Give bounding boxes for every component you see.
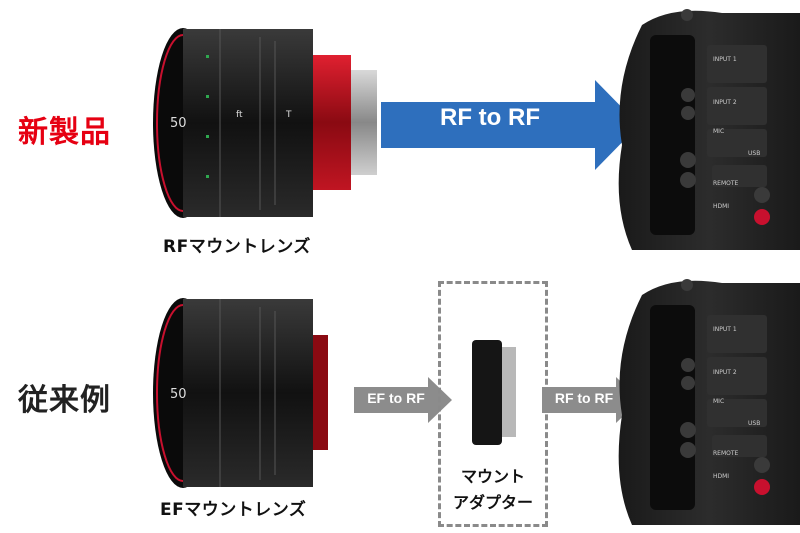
- camera-top-input2-label: INPUT 2: [713, 99, 737, 106]
- camera-bottom-hdmi-label: HDMI: [713, 473, 730, 480]
- rf-to-rf-arrow-gray: [542, 377, 640, 423]
- camera-bottom-remote-label: REMOTE: [713, 450, 739, 457]
- camera-body-top: [618, 9, 800, 250]
- rf-lens-caption: RFマウントレンズ: [163, 237, 311, 257]
- camera-bottom-mic-label: MIC: [713, 398, 725, 405]
- camera-body-bottom: [618, 279, 800, 525]
- camera-top-usb-label: USB: [748, 150, 761, 157]
- conventional-example-label: 従来例: [18, 383, 111, 418]
- rf-lens-scale-t: T: [286, 110, 292, 120]
- ef-to-rf-arrow: [354, 377, 452, 423]
- mount-adapter-label-line2: アダプター: [452, 493, 533, 512]
- camera-bottom-input2-label: INPUT 2: [713, 369, 737, 376]
- camera-top-input1-label: INPUT 1: [713, 56, 737, 63]
- camera-top-mic-label: MIC: [713, 128, 725, 135]
- rf-to-rf-arrow-gray-label: RF to RF: [554, 390, 614, 406]
- rf-lens-image: [153, 28, 377, 218]
- rf-lens-scale-ft: ft: [236, 110, 243, 120]
- rf-lens-number: 50: [170, 116, 187, 131]
- ef-lens-image: [153, 298, 328, 488]
- camera-bottom-input1-label: INPUT 1: [713, 326, 737, 333]
- ef-to-rf-arrow-label: EF to RF: [367, 390, 425, 406]
- mount-adapter-image: [472, 340, 516, 445]
- new-product-label: 新製品: [18, 115, 111, 150]
- ef-lens-number: 50: [170, 387, 187, 402]
- camera-bottom-usb-label: USB: [748, 420, 761, 427]
- mount-adapter-label-line1: マウント: [460, 467, 525, 486]
- rf-to-rf-arrow-label: RF to RF: [440, 104, 540, 131]
- camera-top-hdmi-label: HDMI: [713, 203, 730, 210]
- rf-to-rf-arrow: [381, 80, 639, 170]
- camera-top-remote-label: REMOTE: [713, 180, 739, 187]
- ef-lens-caption: EFマウントレンズ: [160, 500, 307, 520]
